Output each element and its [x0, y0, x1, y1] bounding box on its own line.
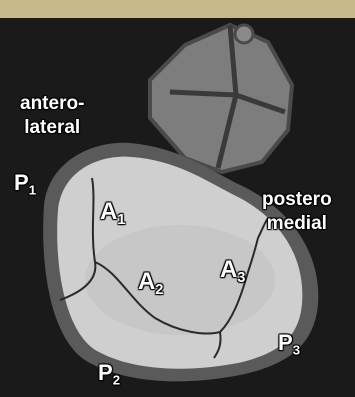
a1-label: A1: [100, 200, 125, 227]
anterolateral-line-2: lateral: [20, 116, 84, 140]
anterolateral-label: antero- lateral: [20, 92, 84, 140]
p2-label: P2: [98, 362, 120, 387]
a3-label: A3: [220, 258, 245, 285]
posteromedial-label: postero medial: [262, 188, 332, 236]
posteromedial-line-1: postero: [262, 188, 332, 212]
p1-label: P1: [14, 172, 36, 197]
aortic-valve: [150, 25, 292, 172]
a2-label: A2: [138, 270, 163, 297]
p3-label: P3: [278, 332, 300, 357]
posteromedial-line-2: medial: [262, 212, 332, 236]
anterolateral-line-1: antero-: [20, 92, 84, 116]
